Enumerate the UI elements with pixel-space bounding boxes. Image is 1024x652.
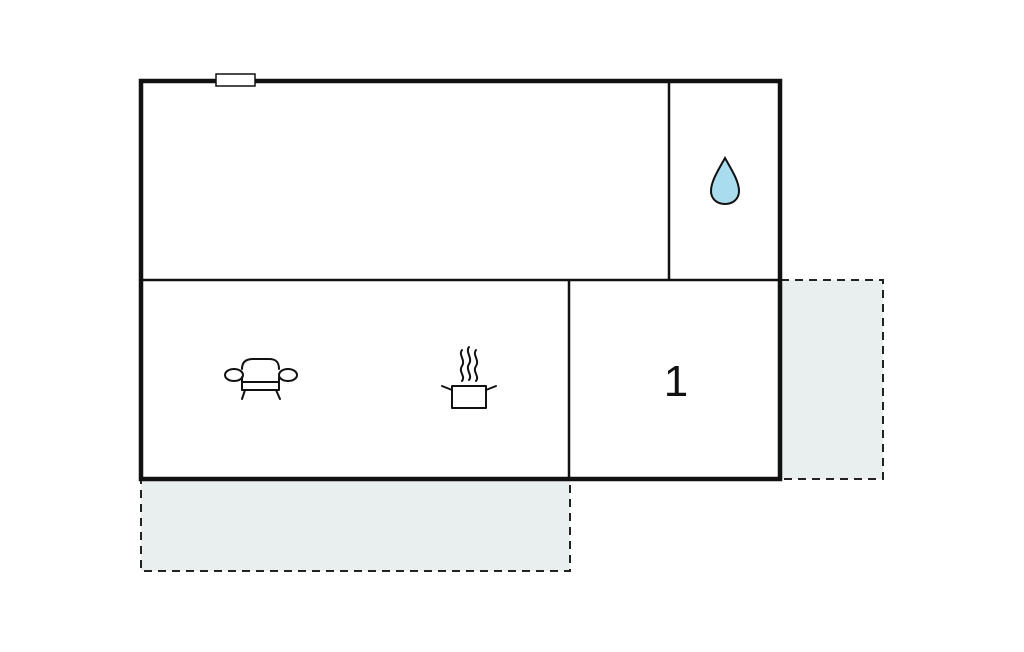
room-bathroom (709, 155, 741, 206)
room-bedroom: 1 (664, 357, 688, 406)
water-drop-icon (709, 155, 741, 206)
interior-walls (141, 81, 780, 479)
exterior-wall (138, 78, 783, 482)
sofa-icon (224, 358, 298, 400)
cooking-pot-icon (441, 346, 497, 409)
room-living-kitchen (224, 346, 497, 409)
bottom-terrace (140, 479, 571, 572)
right-terrace (780, 279, 884, 480)
window-icon (215, 73, 256, 87)
room-number-label: 1 (664, 357, 688, 406)
